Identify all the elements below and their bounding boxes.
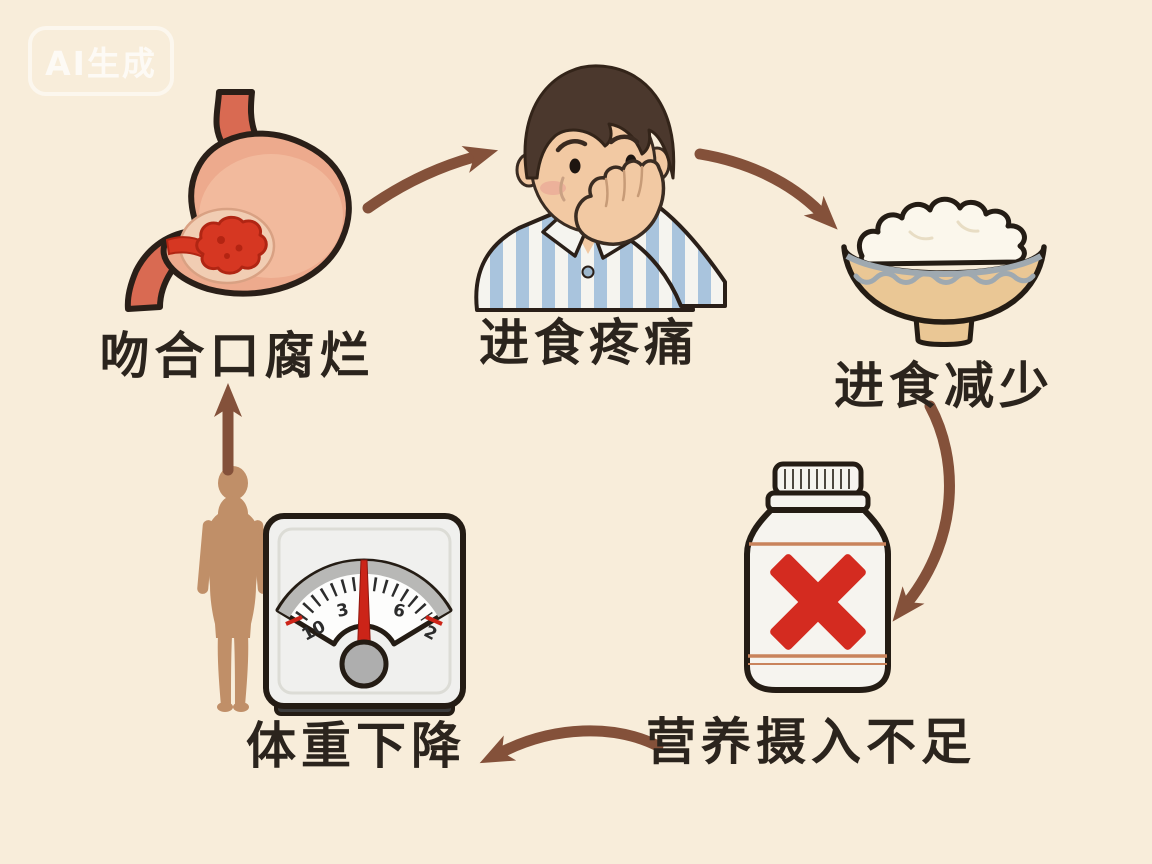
straight-arrow-icon-weight-loss-to-erosion — [214, 383, 242, 476]
dial-number-6: 6 — [391, 600, 407, 622]
weight-scale-icon: 10 3 6 2 — [263, 513, 466, 716]
label-eating-pain: 进食疼痛 — [479, 314, 699, 372]
label-insufficient-nutrition: 营养摄入不足 — [646, 713, 976, 771]
label-reduced-intake: 进食减少 — [834, 357, 1054, 415]
man-covering-mouth-icon — [474, 64, 727, 312]
dial-number-3: 3 — [335, 600, 351, 622]
label-weight-loss: 体重下降 — [246, 717, 466, 775]
red-x-icon — [770, 554, 866, 650]
rice-bowl-icon — [841, 196, 1047, 347]
curved-arrow-icon-erosion-to-pain — [362, 145, 499, 214]
stomach-erosion-icon — [124, 89, 352, 312]
curved-arrow-icon-pain-to-less-eating — [694, 148, 838, 230]
label-anastomotic-erosion: 吻合口腐烂 — [99, 327, 375, 385]
ai-generated-watermark-label: AI生成 — [45, 44, 157, 83]
thin-person-silhouette-icon — [197, 466, 269, 712]
no-nutrition-bottle-icon — [744, 461, 891, 693]
curved-arrow-icon-less-eating-to-malnutrition — [892, 400, 955, 622]
ai-generated-watermark: AI生成 — [28, 26, 174, 96]
curved-arrow-icon-malnutrition-to-weight-loss — [479, 725, 664, 764]
